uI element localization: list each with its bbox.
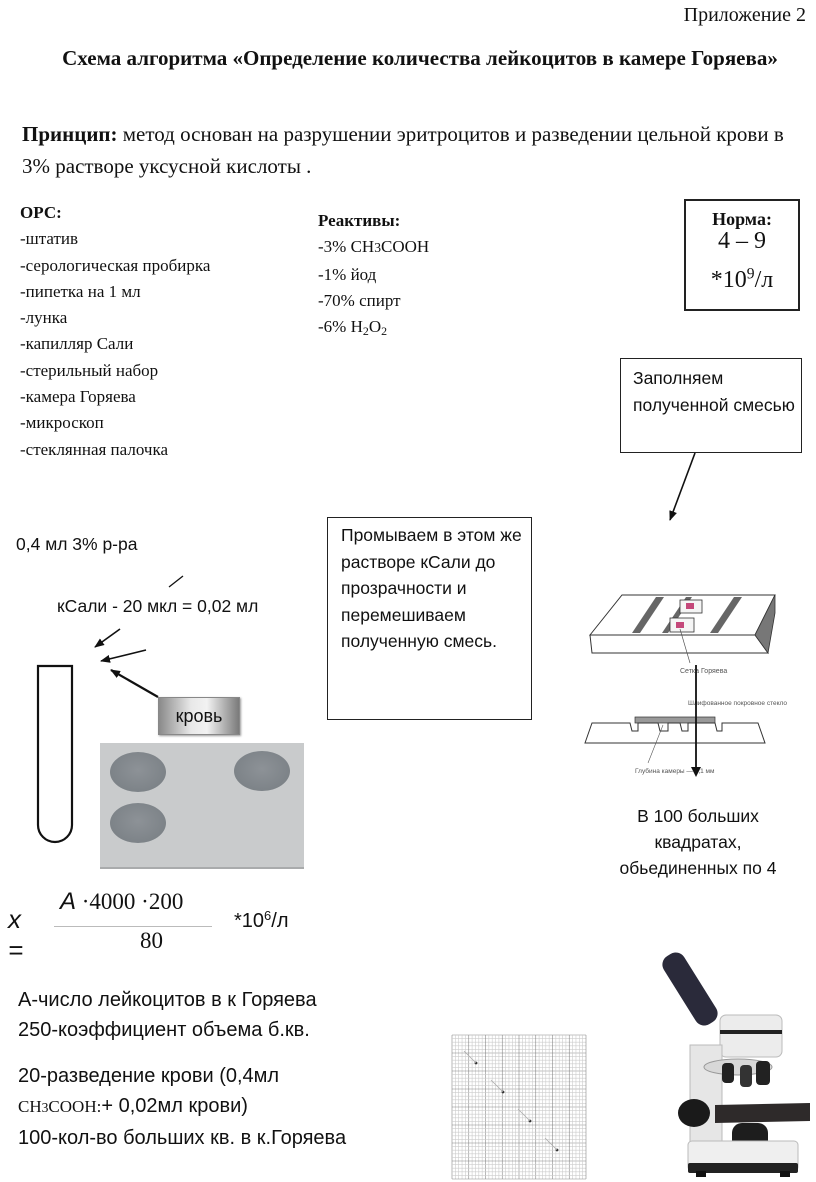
norm-range: 4 – 9 <box>718 228 766 254</box>
legend-line: 250-коэффициент объема б.кв. <box>18 1019 310 1041</box>
legend-line: 20-разведение крови (0,4мл <box>18 1065 280 1087</box>
equipment-item: -серологическая пробирка <box>20 255 211 275</box>
grid-diagonal <box>544 1137 558 1151</box>
well <box>110 803 166 843</box>
grid-diagonal <box>463 1050 477 1064</box>
microscope-image <box>662 952 810 1177</box>
equipment-item: -камера Горяева <box>20 387 136 407</box>
arrow-solution <box>94 628 121 648</box>
equipment-item: -микроскоп <box>20 413 104 433</box>
equipment-item: -пипетка на 1 мл <box>20 281 141 301</box>
equipment-list: ОРС: -штатив -серологическая пробирка -п… <box>20 200 210 463</box>
formula-lhs: x = <box>8 904 24 965</box>
document-title: Схема алгоритма «Определение количества … <box>62 46 778 70</box>
equipment-item: -стерильный набор <box>20 360 159 380</box>
reagent-item: -6% H2O2 <box>318 317 388 339</box>
well <box>110 752 166 792</box>
reagent-item: -70% спирт <box>318 290 401 310</box>
goryaev-grid-image <box>451 1034 587 1180</box>
reagent-item: -1% йод <box>318 264 377 284</box>
norm-heading: Норма: <box>712 209 772 229</box>
well-plate <box>100 743 304 869</box>
solution-volume-label: 0,4 мл 3% р-ра <box>16 534 138 554</box>
depth-label: Глубина камеры — 0,1 мм <box>635 767 715 775</box>
principle-paragraph: Принцип: метод основан на разрушении эри… <box>22 118 812 182</box>
equipment-item: -штатив <box>20 229 79 249</box>
legend-line: CH3COOH:+ 0,02мл крови) <box>18 1095 248 1117</box>
norm-box: Норма: 4 – 9 *109/л <box>684 199 800 311</box>
well <box>234 751 290 791</box>
groove <box>632 597 664 633</box>
test-tube <box>36 664 74 844</box>
arrow-fill <box>669 452 696 521</box>
grid-diagonal <box>490 1079 504 1093</box>
formula-multiplier: *106/л <box>234 907 289 932</box>
blood-label: кровь <box>158 697 240 735</box>
formula-denominator: 80 <box>140 928 163 953</box>
grid-label: Сетка Горяева <box>680 668 727 675</box>
fraction-bar <box>54 926 212 927</box>
formula-legend: А-число лейкоцитов в к Горяева 250-коэфф… <box>18 985 346 1153</box>
equipment-item: -стеклянная палочка <box>20 439 168 459</box>
reagents-list: Реактивы: -3% CH3COOH -1% йод -70% спирт… <box>318 208 429 340</box>
equipment-item: -лунка <box>20 308 68 328</box>
slash-mark <box>168 575 184 588</box>
wash-capillary-callout: Промываем в этом же растворе кСали до пр… <box>327 517 532 720</box>
principle-label: Принцип: <box>22 122 118 146</box>
chamber-caption: В 100 больших квадратах, обьединенных по… <box>619 806 777 878</box>
reagent-item: -3% CH3COOH <box>318 237 430 257</box>
equipment-heading: ОРС: <box>20 203 62 222</box>
appendix-label: Приложение 2 <box>683 4 806 26</box>
formula-numerator: A ·4000 ·200 <box>60 888 184 915</box>
arrow-sali <box>100 649 147 663</box>
legend-line: А-число лейкоцитов в к Горяева <box>18 989 317 1011</box>
legend-line: 100-кол-во больших кв. в к.Горяева <box>18 1127 347 1149</box>
arrow-blood <box>110 669 159 698</box>
reagents-heading: Реактивы: <box>318 211 401 230</box>
sali-capillary-label: кСали - 20 мкл = 0,02 мл <box>57 596 259 616</box>
grid-diagonal <box>517 1108 531 1122</box>
fill-chamber-callout: Заполняем полученной смесью <box>620 358 802 453</box>
equipment-item: -капилляр Сали <box>20 334 134 354</box>
groove <box>710 597 742 633</box>
norm-unit: *109/л <box>710 265 774 293</box>
cover-glass-label: Шлифованное покровное стекло <box>688 700 787 707</box>
goryaev-chamber-diagram: Сетка Горяева Шлифованное покровное стек… <box>584 594 787 777</box>
principle-text: метод основан на разрушении эритроцитов … <box>22 122 784 178</box>
